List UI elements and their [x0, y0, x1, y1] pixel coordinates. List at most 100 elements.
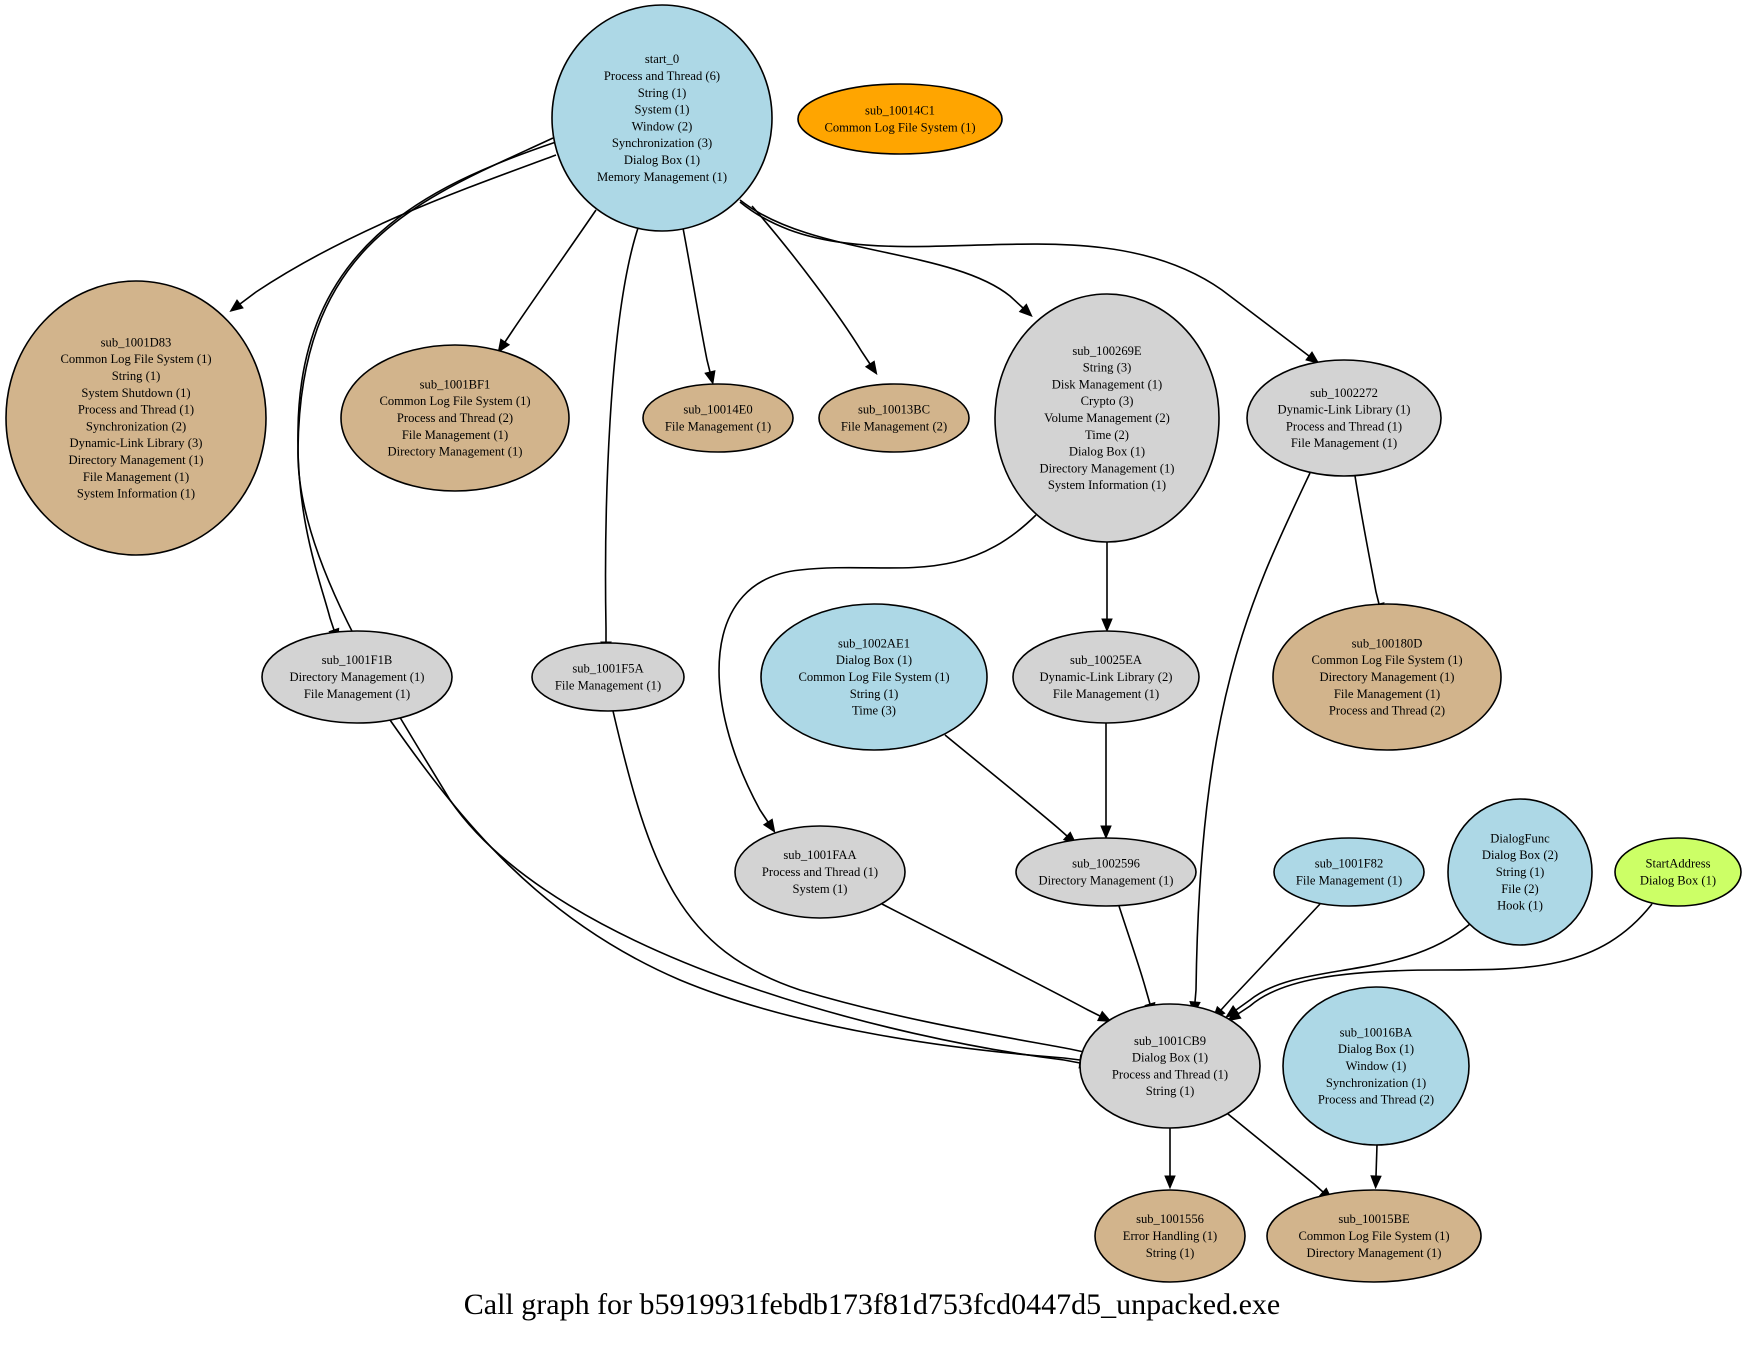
edge-line — [297, 141, 557, 631]
node-api-category: String (1) — [638, 86, 687, 100]
node-api-category: Dialog Box (1) — [624, 153, 700, 167]
node-label: sub_1001CB9 — [1134, 1034, 1206, 1048]
node-sub_10025EA[interactable]: sub_10025EA Dynamic-Link Library (2) File … — [1012, 630, 1200, 724]
node-api-category: Crypto (3) — [1081, 394, 1134, 408]
node-api-category: System Shutdown (1) — [81, 386, 190, 400]
edge-sub_1001FAA-to-sub_1001CB9 — [881, 903, 1112, 1022]
node-api-category: File (2) — [1501, 882, 1538, 896]
node-api-category: File Management (1) — [1053, 687, 1159, 701]
node-ellipse — [1012, 630, 1200, 724]
node-label: sub_100269E — [1072, 344, 1142, 358]
node-api-category: File Management (1) — [1291, 436, 1397, 450]
edge-line — [1220, 903, 1321, 1011]
node-label: start_0 — [645, 52, 679, 66]
node-api-category: File Management (1) — [402, 428, 508, 442]
edge-line — [389, 719, 1081, 1061]
edge-start_0-to-sub_1001D83 — [229, 154, 557, 312]
node-label: DialogFunc — [1490, 831, 1550, 845]
node-api-category: Common Log File System (1) — [60, 352, 211, 366]
node-label: sub_10016BA — [1340, 1025, 1413, 1039]
edge-line — [881, 903, 1101, 1017]
edge-line — [1375, 1144, 1378, 1177]
node-label: sub_1002AE1 — [838, 636, 910, 650]
node-api-category: Dynamic-Link Library (1) — [1278, 403, 1411, 417]
edge-start_0-to-sub_1001CB9 — [297, 137, 1094, 1069]
node-ellipse — [734, 825, 906, 919]
node-label: sub_10015BE — [1338, 1212, 1410, 1226]
node-label: StartAddress — [1645, 857, 1710, 871]
node-label: sub_1001F5A — [572, 662, 643, 676]
arrowhead — [1226, 1008, 1242, 1022]
node-ellipse — [551, 4, 773, 232]
arrowhead — [229, 299, 244, 312]
node-api-category: Hook (1) — [1497, 899, 1543, 913]
node-api-category: String (1) — [850, 687, 899, 701]
node-ellipse — [797, 83, 1003, 155]
node-ellipse — [1266, 1189, 1482, 1283]
node-api-category: System Information (1) — [77, 487, 195, 501]
edge-line — [504, 209, 597, 343]
node-api-category: File Management (1) — [665, 419, 771, 433]
node-api-category: Directory Management (1) — [1040, 461, 1175, 475]
node-api-category: System (1) — [793, 882, 848, 896]
node-sub_1001F5A[interactable]: sub_1001F5A File Management (1) — [531, 642, 685, 712]
node-api-category: File Management (1) — [555, 678, 661, 692]
node-label: sub_1002596 — [1072, 857, 1140, 871]
node-api-category: Directory Management (1) — [1307, 1246, 1442, 1260]
node-ellipse — [340, 344, 570, 492]
edge-line — [739, 201, 1310, 357]
node-api-category: Window (1) — [1346, 1059, 1407, 1073]
node-api-category: File Management (1) — [1296, 873, 1402, 887]
node-label: sub_10025EA — [1070, 653, 1142, 667]
node-api-category: Directory Management (1) — [69, 453, 204, 467]
edge-line — [1194, 472, 1311, 1003]
node-api-category: Dialog Box (1) — [1640, 873, 1716, 887]
arrowhead — [1097, 1010, 1112, 1022]
node-api-category: Synchronization (3) — [612, 136, 712, 150]
node-api-category: Dialog Box (1) — [1338, 1042, 1414, 1056]
edge-start_0-to-sub_1002272 — [739, 201, 1320, 365]
arrowhead — [704, 370, 716, 385]
node-api-category: Process and Thread (1) — [762, 865, 878, 879]
node-api-category: Process and Thread (2) — [397, 411, 513, 425]
node-api-category: Dynamic-Link Library (2) — [1040, 670, 1173, 684]
node-api-category: Volume Management (2) — [1044, 411, 1170, 425]
arrowhead — [1164, 1175, 1176, 1190]
edge-line — [1354, 475, 1380, 605]
node-label: sub_10013BC — [858, 403, 930, 417]
edge-sub_100269E-to-sub_1001FAA — [718, 514, 1037, 834]
edge-line — [682, 227, 711, 373]
node-api-category: String (1) — [112, 369, 161, 383]
edge-start_0-to-sub_1001BF1 — [497, 209, 597, 354]
edge-sub_1001F82-to-sub_1001CB9 — [1212, 903, 1321, 1020]
edge-line — [612, 710, 1085, 1053]
edge-sub_1001CB9-to-sub_1001556 — [1164, 1128, 1176, 1190]
edge-line — [739, 199, 1024, 309]
node-ellipse — [1015, 837, 1197, 907]
edge-line — [718, 514, 1037, 823]
node-api-category: Error Handling (1) — [1123, 1229, 1217, 1243]
node-ellipse — [1246, 359, 1442, 477]
edge-start_0-to-sub_100269E — [739, 199, 1033, 317]
arrowhead — [1101, 618, 1113, 633]
